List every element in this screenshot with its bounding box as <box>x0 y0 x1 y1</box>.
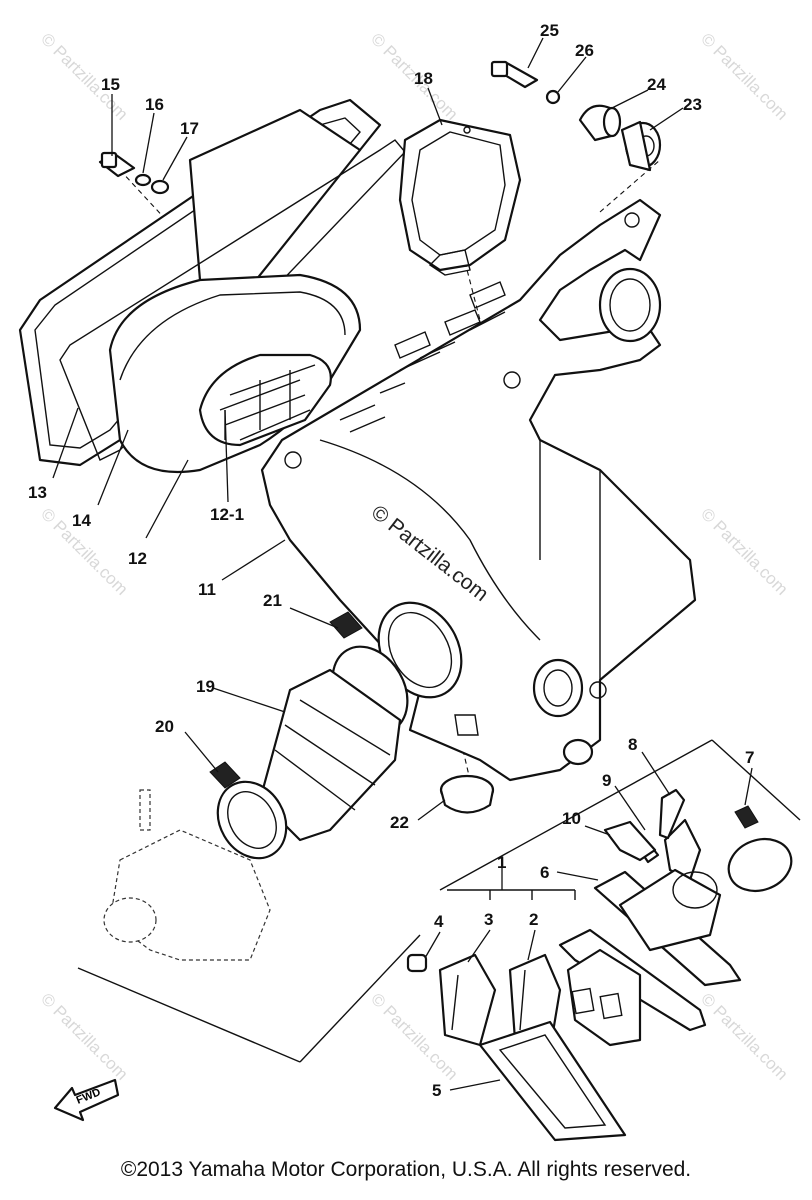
callout-4: 4 <box>434 912 444 931</box>
top-hardware <box>98 60 662 195</box>
fwd-arrow: FWD <box>53 1078 120 1122</box>
parts-diagram: © Partzilla.com © Partzilla.com © Partzi… <box>18 21 801 1142</box>
callout-3: 3 <box>484 910 493 929</box>
callout-9: 9 <box>602 771 611 790</box>
carburetor-outline <box>77 789 421 1063</box>
callout-5: 5 <box>432 1081 441 1100</box>
callout-11: 11 <box>198 580 216 599</box>
air-filter-element <box>108 273 362 474</box>
callout-7: 7 <box>745 748 754 767</box>
callout-6: 6 <box>540 863 549 882</box>
callout-10: 10 <box>562 809 581 828</box>
callout-12: 12 <box>128 549 147 568</box>
callout-17: 17 <box>180 119 199 138</box>
callout-21: 21 <box>263 591 282 610</box>
callout-14: 14 <box>72 511 91 530</box>
watermark-tile: © Partzilla.com <box>37 989 131 1083</box>
callout-22: 22 <box>390 813 409 832</box>
watermark-tile: © Partzilla.com <box>697 504 791 598</box>
callout-23: 23 <box>683 95 702 114</box>
callout-1: 1 <box>497 853 506 872</box>
leader-lines <box>52 37 753 1091</box>
callout-15: 15 <box>101 75 120 94</box>
element-cover <box>398 118 522 276</box>
callout-2: 2 <box>529 910 538 929</box>
watermark-tile: © Partzilla.com <box>697 989 791 1083</box>
callout-26: 26 <box>575 41 594 60</box>
carburetor-joint <box>209 601 463 860</box>
air-cleaner-case <box>260 198 697 782</box>
callout-24: 24 <box>647 75 666 94</box>
reed-valve-assembly <box>406 739 801 1142</box>
callout-25: 25 <box>540 21 559 40</box>
callout-20: 20 <box>155 717 174 736</box>
watermark-tile: © Partzilla.com <box>697 29 791 123</box>
callout-12-1: 12-1 <box>210 505 244 524</box>
callout-8: 8 <box>628 735 637 754</box>
drain-cap <box>439 774 495 814</box>
callout-19: 19 <box>196 677 215 696</box>
copyright-notice: ©2013 Yamaha Motor Corporation, U.S.A. A… <box>120 1158 692 1181</box>
callout-13: 13 <box>28 483 47 502</box>
callout-labels: 1 2 3 4 5 6 7 8 9 10 11 12 12-1 13 14 15… <box>28 21 754 1100</box>
callout-18: 18 <box>414 69 433 88</box>
callout-16: 16 <box>145 95 164 114</box>
